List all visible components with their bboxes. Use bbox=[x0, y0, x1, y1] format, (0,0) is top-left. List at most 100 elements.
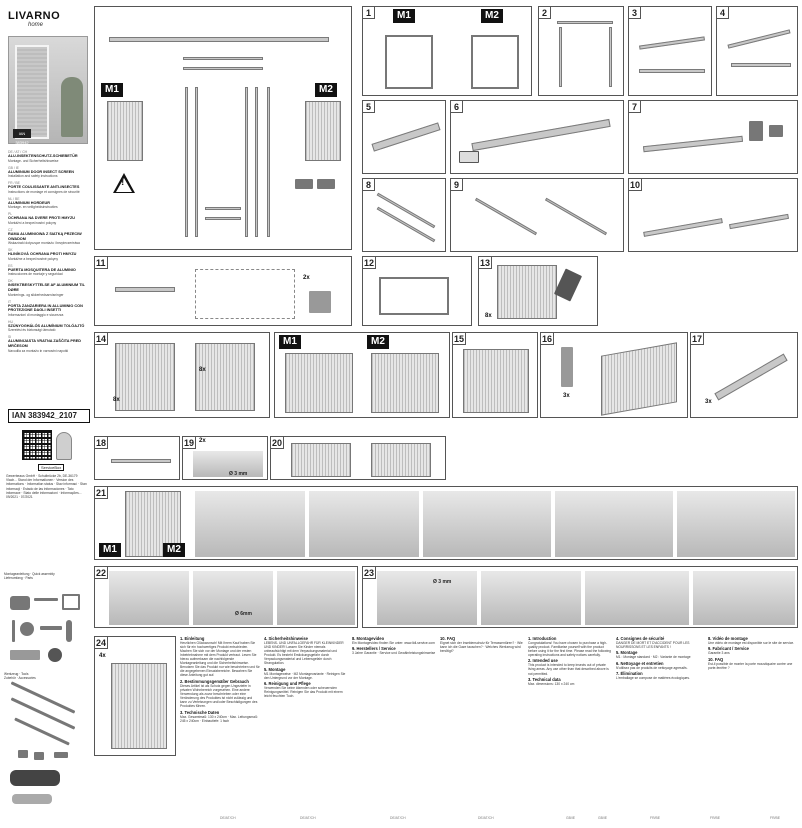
rail-part bbox=[639, 36, 705, 50]
corner-connector-part bbox=[309, 291, 331, 313]
quantity-label: 8x bbox=[199, 367, 206, 373]
rail-part bbox=[559, 27, 562, 87]
install-photo bbox=[377, 571, 477, 625]
step-2-panel: 2 bbox=[538, 6, 624, 96]
install-photo bbox=[555, 491, 673, 557]
step-number: 7 bbox=[629, 101, 641, 113]
section-heading: 3. Technical data bbox=[528, 677, 561, 683]
rail-part bbox=[639, 69, 705, 73]
step-5-panel: 5 bbox=[362, 100, 446, 174]
m1-label: M1 bbox=[393, 9, 415, 23]
lang-text: Informazioni di montaggio e sicurezza bbox=[8, 312, 64, 317]
page-footer: FR/BE bbox=[770, 816, 780, 820]
section-heading: 2. Intended use bbox=[528, 658, 558, 664]
lang-code: DE / AT / CH bbox=[8, 150, 28, 154]
knife-icon bbox=[66, 620, 72, 642]
product-photo: IAN 383942 bbox=[8, 36, 88, 145]
section-heading: 9. Herstellers / Service bbox=[352, 646, 396, 652]
quantity-label: 3x bbox=[705, 399, 712, 405]
saw-icon bbox=[62, 594, 80, 610]
install-photo bbox=[693, 571, 795, 625]
profile-part bbox=[642, 135, 744, 153]
lang-code: IT bbox=[8, 299, 12, 304]
install-photo bbox=[585, 571, 689, 625]
bracket-part bbox=[317, 179, 335, 189]
section-heading: 10. FAQ bbox=[440, 635, 456, 641]
step-1-panel: 1 M1 M2 bbox=[362, 6, 532, 96]
drill-photo bbox=[277, 571, 355, 625]
lang-title: HLINÍKOVÁ OCHRANA PROTI HMYZU bbox=[8, 252, 77, 257]
page-footer: FR/BE bbox=[650, 816, 660, 820]
section-heading: 4. Sicherheitshinweise bbox=[264, 635, 308, 641]
lang-text: Szerelési és biztonsági útmutató bbox=[8, 328, 56, 333]
lang-code: ES bbox=[8, 263, 13, 268]
step-21-panel: 21 M1 M2 bbox=[94, 486, 798, 560]
lang-title: PUERTA MOSQUITERA DE ALUMINIO bbox=[8, 267, 76, 272]
step-3-panel: 3 bbox=[628, 6, 712, 96]
crossbar-part bbox=[205, 217, 241, 220]
finished-door-image bbox=[111, 663, 167, 749]
lang-code: GB / IE bbox=[8, 165, 19, 170]
section-body: Est-il possible de monter la porte moust… bbox=[708, 661, 793, 670]
warning-mark-icon: ! bbox=[121, 177, 125, 188]
rail-part bbox=[183, 67, 263, 70]
step-number: 6 bbox=[451, 101, 463, 113]
top-rail-part bbox=[109, 37, 329, 42]
m2-door-image bbox=[305, 101, 341, 161]
corner-part bbox=[749, 121, 763, 141]
plant-image bbox=[61, 77, 83, 137]
rail-part bbox=[474, 197, 538, 236]
scissors-icon bbox=[553, 268, 583, 302]
section-body: Max. Gesamtmaß: 130 x 240cm · Max. Leitu… bbox=[180, 714, 258, 723]
step-number: 13 bbox=[479, 257, 493, 269]
lang-code: PL bbox=[8, 212, 13, 217]
section-body: Verwenden Sie keine ätzenden oder scheue… bbox=[264, 686, 343, 699]
quantity-label: 2x bbox=[303, 275, 310, 281]
install-photo bbox=[423, 491, 551, 557]
section-body: Garantie 3 ans bbox=[708, 651, 730, 656]
lang-text: Instructions de montage et consignes de … bbox=[8, 189, 80, 194]
quantity-label: 4x bbox=[99, 653, 106, 659]
drill-size: Ø 3 mm bbox=[433, 579, 452, 585]
lang-title: OCHRANA NA DVERE PROTI HMYZU bbox=[8, 216, 76, 221]
m1-label: M1 bbox=[99, 543, 121, 557]
step-number: 3 bbox=[629, 7, 641, 19]
profile-part bbox=[714, 353, 788, 401]
section-heading: 2. Bestimmungsgemäßer Gebrauch bbox=[180, 678, 249, 684]
frame-photo bbox=[193, 451, 263, 477]
profile-part bbox=[371, 122, 441, 152]
lang-text: Montážne a bezpečnostné pokyny bbox=[8, 256, 59, 261]
step-14-panel: 14 8x 8x bbox=[94, 332, 270, 418]
side-profile-part bbox=[267, 87, 270, 237]
qr-code-icon[interactable] bbox=[22, 430, 52, 460]
mesh-frame-image bbox=[195, 343, 255, 411]
tools-illustration bbox=[6, 590, 90, 670]
hammer-icon bbox=[40, 626, 62, 630]
rail-part-icon bbox=[10, 681, 76, 714]
mesh-insert-diagram bbox=[497, 265, 557, 319]
section-heading: 9. Fabricant / Service bbox=[708, 646, 749, 652]
step-13-panel: 13 8x bbox=[478, 256, 598, 326]
section-body: LEBENS- UND UNFALLGEFAHR FÜR KLEINKINDER… bbox=[264, 640, 344, 665]
lang-title: RAMA ALUMINIOWA Z SIATKĄ PRZECIW OWADOM bbox=[8, 231, 82, 241]
step-7-panel: 7 bbox=[628, 100, 798, 174]
lang-text: Navodila za montažo in varnostni napotki bbox=[8, 348, 69, 353]
step-number: 17 bbox=[691, 333, 705, 345]
step-12-panel: 12 bbox=[362, 256, 472, 326]
side-profile-part bbox=[245, 87, 248, 237]
step-number: 23 bbox=[363, 567, 377, 579]
step-number: 5 bbox=[363, 101, 375, 113]
install-photo bbox=[309, 491, 419, 557]
section-body: 3 Jahre Garantie · Service und Gewährlei… bbox=[352, 651, 436, 656]
cover-bottom: ServiceBox Gewerbeaus GmbH · Schulbrücke… bbox=[4, 428, 90, 568]
section-heading: 7. Élimination bbox=[616, 671, 643, 677]
brush-strip-part bbox=[561, 347, 573, 387]
corner-part-icon bbox=[18, 750, 28, 758]
step-number: 2 bbox=[539, 7, 551, 19]
m2-label: M2 bbox=[481, 9, 503, 23]
